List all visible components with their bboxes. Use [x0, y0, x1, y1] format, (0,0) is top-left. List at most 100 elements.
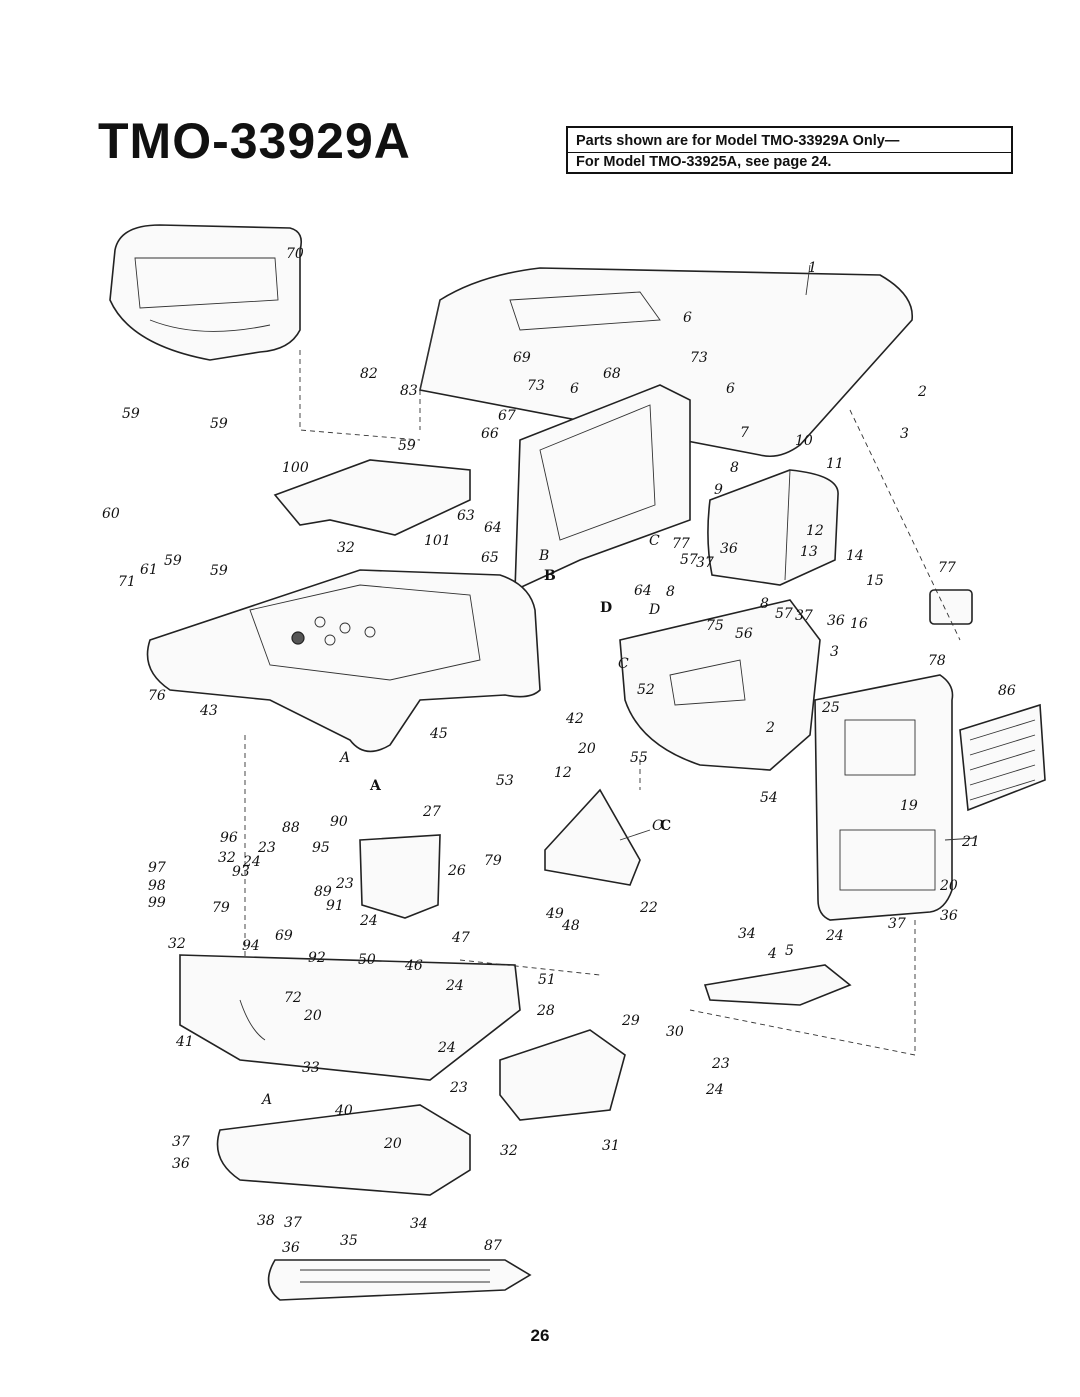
part-label: 77 [938, 560, 956, 576]
model-title: TMO-33929A [98, 113, 411, 169]
hood-drawing [419, 267, 913, 458]
steering-plate-drawing [273, 459, 471, 536]
part-label: 90 [330, 814, 348, 830]
footrest-drawing [216, 1104, 471, 1196]
grille-screen-drawing [959, 703, 1046, 812]
nose-cone-drawing [619, 599, 821, 771]
part-label: C [652, 818, 663, 834]
part-label: C [649, 533, 660, 549]
section-letters: A B C D [369, 568, 671, 834]
part-label: 49 [545, 906, 564, 922]
part-label: 91 [326, 898, 344, 914]
part-label: 37 [172, 1134, 190, 1150]
part-label: 32 [500, 1143, 518, 1159]
headlight-drawing [929, 589, 973, 625]
part-label: 51 [538, 972, 556, 988]
part-label: 98 [148, 878, 166, 894]
part-label: 100 [282, 460, 309, 476]
part-label: 6 [570, 381, 579, 397]
part-label: 93 [232, 864, 250, 880]
part-label: 8 [730, 460, 739, 476]
part-label: 36 [282, 1240, 300, 1256]
part-label: 15 [866, 573, 884, 589]
part-label: 9 [714, 482, 723, 498]
part-label: 27 [422, 804, 441, 820]
part-label: 73 [690, 350, 708, 366]
part-label: 48 [561, 918, 580, 934]
part-label: 79 [484, 853, 502, 869]
part-label: B [538, 548, 549, 564]
part-label: 57 [680, 552, 698, 568]
part-label: 24 [705, 1082, 724, 1098]
part-label: 32 [218, 850, 236, 866]
part-label: 2 [917, 384, 927, 400]
hinge-plate-drawing [703, 964, 852, 1006]
seat-drawing [109, 224, 303, 361]
part-label: 28 [536, 1003, 555, 1019]
part-label: 23 [257, 840, 276, 856]
part-label: 79 [212, 900, 230, 916]
part-label: 11 [826, 456, 844, 472]
part-label: 34 [738, 926, 756, 942]
part-label: 35 [340, 1233, 358, 1249]
part-label: 78 [928, 653, 946, 669]
part-label: 59 [210, 563, 228, 579]
part-label: A [338, 750, 350, 766]
part-label: 68 [603, 366, 621, 382]
part-label: 65 [481, 550, 499, 566]
part-label: 47 [451, 930, 470, 946]
part-label: 3 [900, 426, 909, 442]
section-letter: B [544, 568, 556, 584]
section-letter: C [660, 818, 671, 834]
part-label: 94 [242, 938, 260, 954]
part-label: 45 [429, 726, 448, 742]
part-label: 59 [398, 438, 416, 454]
part-label: 69 [513, 350, 531, 366]
part-label: 24 [825, 928, 844, 944]
part-label: 82 [360, 366, 378, 382]
part-label: 20 [939, 878, 958, 894]
axle-support-drawing [499, 1029, 626, 1121]
part-label: 59 [164, 553, 182, 569]
part-label: 37 [795, 608, 813, 624]
part-label: 46 [404, 958, 423, 974]
part-label: 19 [900, 798, 918, 814]
part-label: 42 [565, 711, 584, 727]
part-label: 25 [821, 700, 840, 716]
part-label: 75 [706, 618, 724, 634]
part-label: 10 [795, 433, 813, 449]
part-label: 37 [888, 916, 906, 932]
section-letter: D [600, 600, 612, 616]
part-label: 69 [275, 928, 293, 944]
part-label: 101 [424, 533, 451, 549]
part-label: 55 [630, 750, 648, 766]
fuel-tank-drawing [707, 469, 839, 586]
part-number-labels: 70 1 6 73 69 68 73 6 6 82 83 67 66 7 10 … [102, 246, 1016, 1256]
part-label: 33 [302, 1060, 320, 1076]
part-label: 12 [554, 765, 572, 781]
part-label: 31 [602, 1138, 620, 1154]
part-label: 5 [785, 943, 794, 959]
part-label: 61 [140, 562, 158, 578]
part-label: 87 [484, 1238, 502, 1254]
part-label: 37 [696, 555, 714, 571]
part-label: 70 [286, 246, 304, 262]
part-label: 72 [284, 990, 302, 1006]
part-label: 8 [760, 596, 769, 612]
part-label: 13 [800, 544, 818, 560]
part-label: 54 [760, 790, 778, 806]
part-label: 1 [808, 260, 817, 276]
part-label: 83 [400, 383, 418, 399]
part-label: 6 [683, 310, 692, 326]
part-label: 88 [282, 820, 300, 836]
notice-line-2: For Model TMO-33925A, see page 24. [576, 154, 832, 170]
part-label: 89 [314, 884, 332, 900]
part-label: 59 [122, 406, 140, 422]
part-label: 40 [334, 1103, 353, 1119]
part-label: 6 [726, 381, 735, 397]
part-label: 4 [767, 946, 777, 962]
part-label: 30 [666, 1024, 684, 1040]
part-label: 23 [449, 1080, 468, 1096]
part-label: 95 [312, 840, 330, 856]
